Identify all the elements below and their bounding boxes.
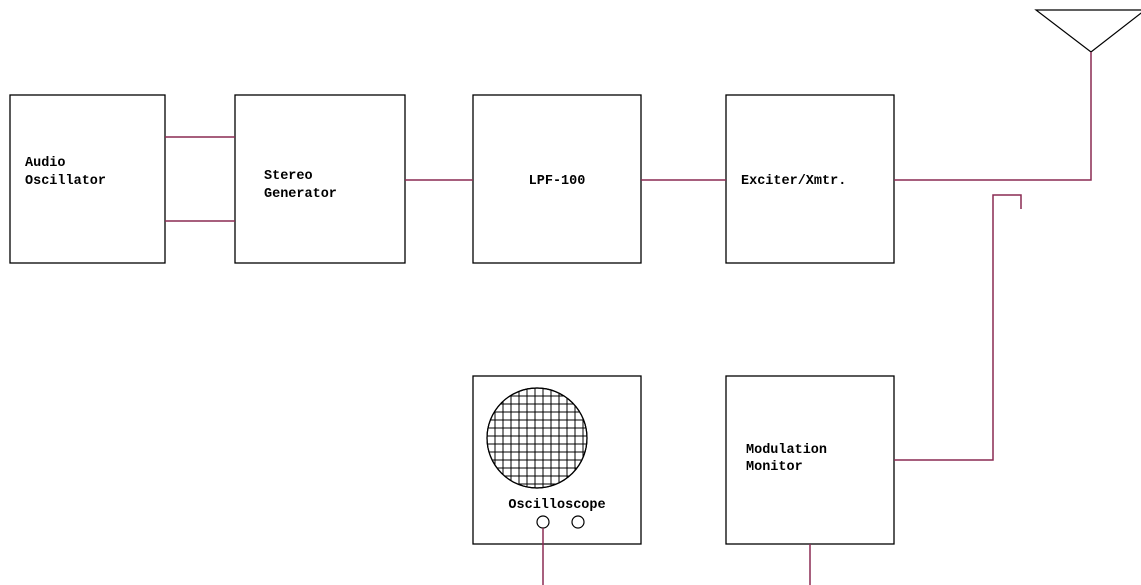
- audio-oscillator-block: Audio Oscillator: [9, 94, 166, 264]
- modulation-monitor-block: Modulation Monitor: [725, 375, 895, 545]
- exciter-block: Exciter/Xmtr.: [725, 94, 895, 264]
- stereo-generator-label-line2: Generator: [264, 187, 337, 202]
- stereo-generator-label-line1: Stereo: [264, 169, 313, 184]
- lpf-box: [472, 94, 642, 264]
- wire-exciter-to-antenna: [894, 52, 1092, 181]
- audio-oscillator-label-line2: Oscillator: [25, 174, 106, 189]
- audio-oscillator-box: [9, 94, 166, 264]
- exciter-label: Exciter/Xmtr.: [741, 174, 846, 189]
- lpf-block: LPF-100: [472, 94, 642, 264]
- oscilloscope-block: Oscilloscope: [472, 375, 642, 545]
- oscilloscope-knob-left-icon: [536, 515, 550, 529]
- modulation-monitor-label-line2: Monitor: [746, 460, 803, 475]
- oscilloscope-label: Oscilloscope: [508, 498, 605, 513]
- stereo-generator-block: Stereo Generator: [234, 94, 406, 264]
- modulation-monitor-box: [725, 375, 895, 545]
- stereo-generator-box: [234, 94, 406, 264]
- oscilloscope-screen-icon: [486, 387, 588, 489]
- lpf-label: LPF-100: [529, 174, 586, 189]
- modulation-monitor-label-line1: Modulation: [746, 443, 827, 458]
- wire-monitor-pickup: [894, 194, 1022, 461]
- antenna-icon: [1034, 9, 1141, 53]
- oscilloscope-knob-right-icon: [571, 515, 585, 529]
- audio-oscillator-label-line1: Audio: [25, 156, 66, 171]
- connection-wires: [165, 52, 1092, 585]
- exciter-box: [725, 94, 895, 264]
